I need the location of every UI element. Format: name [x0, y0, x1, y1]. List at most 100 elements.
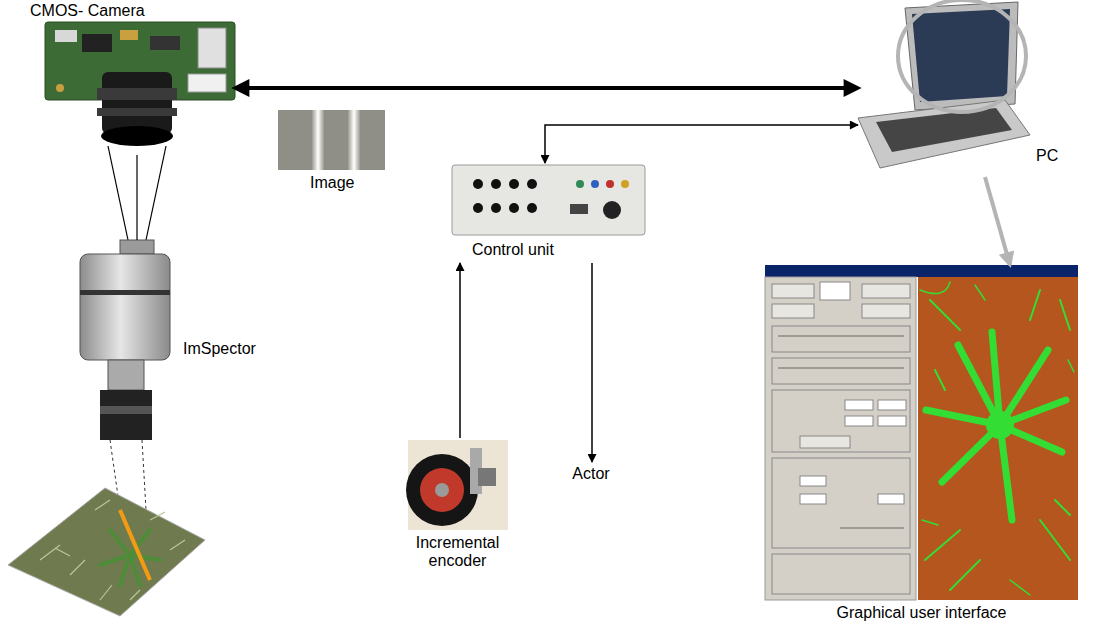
- gui-slider: [778, 336, 904, 337]
- socket: [509, 203, 519, 213]
- plant-leaves: [926, 332, 1066, 520]
- gui-screenshot: [765, 265, 1078, 600]
- wheel-hub: [435, 483, 449, 497]
- node-caption: PC: [1036, 147, 1058, 165]
- socket: [509, 179, 519, 189]
- node-caption: Control unit: [472, 241, 554, 259]
- gui-button: [772, 284, 814, 298]
- board-chip: [150, 36, 180, 50]
- wheel-rim: [420, 468, 464, 512]
- board-connector: [198, 28, 226, 68]
- spectrograph-band: [80, 290, 170, 295]
- control-unit-panel: [452, 165, 645, 235]
- gui-button: [800, 436, 850, 448]
- board-chip: [82, 34, 112, 52]
- thumbnail-ground: [278, 110, 385, 170]
- socket: [473, 179, 483, 189]
- camera-illustration: [45, 22, 235, 240]
- node-caption: Actor: [560, 465, 622, 483]
- edge-label: Image: [308, 174, 356, 192]
- board-part: [55, 30, 77, 42]
- node-caption: ImSpector: [183, 340, 256, 358]
- title-bar: [765, 265, 1078, 277]
- gui-slider: [840, 528, 904, 529]
- socket: [491, 203, 501, 213]
- control-panel: [765, 277, 916, 600]
- led: [591, 180, 599, 188]
- socket: [491, 179, 501, 189]
- plant-centre: [986, 411, 1014, 439]
- gui-button: [862, 304, 910, 318]
- gui-slider: [778, 368, 904, 369]
- gui-field: [845, 400, 873, 410]
- encoder-illustration: [406, 440, 508, 530]
- board-connector: [188, 74, 226, 92]
- gui-field: [878, 416, 906, 426]
- socket: [473, 203, 483, 213]
- led: [621, 180, 629, 188]
- control-link-arrow: [545, 125, 858, 163]
- field-illustration: [8, 488, 205, 616]
- view-cone-line: [108, 146, 128, 240]
- thumbnail-stripe: [312, 110, 324, 170]
- actor-signal-arrow: [591, 263, 593, 462]
- gui-group: [772, 554, 910, 594]
- gui-group: [772, 326, 910, 352]
- camera-lens: [102, 72, 172, 134]
- lens-front: [101, 126, 173, 146]
- switch: [570, 204, 588, 214]
- field-photo: [8, 488, 205, 616]
- board-part: [120, 30, 138, 40]
- control-unit-node: Control unit: [450, 163, 648, 263]
- socket: [527, 203, 537, 213]
- image-thumbnail: [278, 110, 385, 170]
- spectrograph-objective: [100, 390, 152, 440]
- encoder-node: Incremental encoder: [405, 438, 512, 574]
- thumbnail-stripe: [348, 110, 360, 170]
- node-caption: Incremental encoder: [405, 534, 510, 570]
- gui-field: [820, 282, 850, 300]
- camera-board: [45, 22, 235, 100]
- laptop-screen: [912, 9, 1010, 102]
- gui-field: [878, 400, 906, 410]
- round-connector: [603, 201, 621, 219]
- socket: [527, 179, 537, 189]
- encoder-housing: [478, 468, 496, 486]
- camera-node: CMOS- Camera: [30, 2, 235, 155]
- led: [606, 180, 614, 188]
- gui-field: [845, 416, 873, 426]
- objective-band: [100, 406, 152, 414]
- laptop-illustration: [858, 0, 1030, 168]
- lens-ring: [97, 108, 177, 116]
- lens-ring: [97, 88, 177, 100]
- wheel-tyre: [406, 454, 478, 526]
- segmented-plant: [920, 282, 1074, 595]
- optical-link: [136, 155, 137, 240]
- node-caption: Graphical user interface: [765, 604, 1078, 622]
- gui-field: [878, 494, 904, 504]
- scan-line: [120, 510, 150, 580]
- segmentation-view: [918, 277, 1078, 600]
- gui-group: [772, 458, 910, 548]
- grass: [40, 500, 185, 600]
- gui-field: [800, 494, 826, 504]
- pc-node: PC: [858, 2, 1060, 177]
- gui-button: [772, 304, 814, 318]
- gui-node: Graphical user interface: [765, 265, 1080, 623]
- grass-blades: [920, 282, 1074, 595]
- gui-button: [862, 284, 910, 298]
- spectrograph-body: [80, 254, 170, 360]
- encoder-signal-arrow: [459, 263, 461, 438]
- node-caption: CMOS- Camera: [30, 2, 145, 20]
- actor-node: Actor: [560, 462, 624, 486]
- gui-group: [772, 390, 910, 452]
- laptop-keyboard: [876, 108, 1012, 152]
- grass-blades: [925, 290, 1070, 590]
- zoom-arrow: [985, 177, 1010, 265]
- sockets: [473, 179, 537, 213]
- view-cone-line: [146, 146, 166, 240]
- board-hole: [56, 84, 64, 92]
